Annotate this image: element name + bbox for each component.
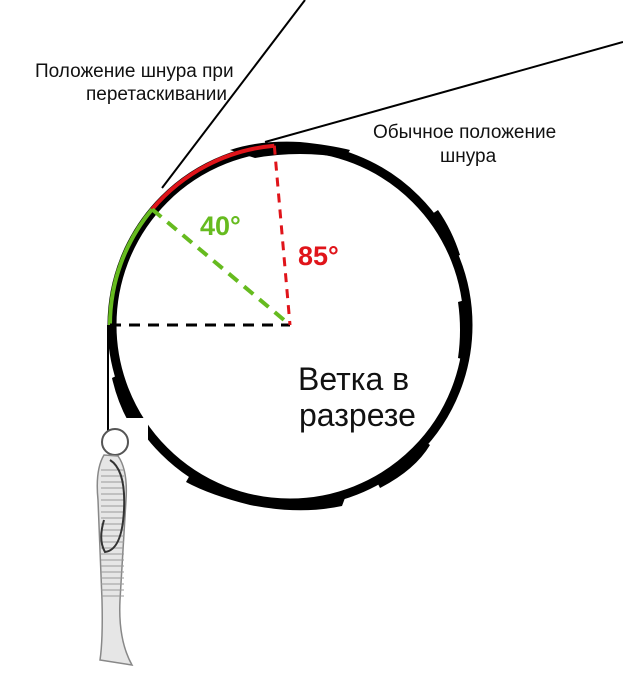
label-drag-position: Положение шнура при перетаскивании xyxy=(35,61,239,105)
line-drag-position xyxy=(161,0,306,189)
guide-40 xyxy=(150,207,292,327)
angle-guides xyxy=(110,145,292,327)
label-branch-line-1: Ветка в xyxy=(298,361,409,397)
bark-right xyxy=(458,300,468,360)
label-branch-section: Ветка в разрезе xyxy=(298,361,418,433)
guide-85 xyxy=(272,145,292,326)
label-normal-line-2: шнура xyxy=(440,146,497,167)
label-drag-line-2: перетаскивании xyxy=(86,84,227,105)
lure xyxy=(96,428,134,666)
label-normal-line-1: Обычное положение xyxy=(373,122,556,143)
label-drag-line-1: Положение шнура при xyxy=(35,61,234,82)
bark-left-lower xyxy=(112,375,140,428)
lure-ribs xyxy=(101,469,124,597)
fishing-line xyxy=(107,0,623,440)
line-normal-position xyxy=(264,41,623,143)
lure-hook xyxy=(100,459,126,554)
lure-jighead xyxy=(101,428,129,456)
bark-right-lower xyxy=(376,440,430,488)
label-branch-line-2: разрезе xyxy=(299,397,416,433)
bark-bottom xyxy=(186,475,345,511)
bark-right-upper xyxy=(432,210,460,258)
contact-arcs xyxy=(108,143,275,326)
label-normal-position: Обычное положение шнура xyxy=(373,122,561,167)
arc-40 xyxy=(108,208,154,326)
angle-label-85: 85° xyxy=(298,241,339,271)
arc-85 xyxy=(150,143,275,211)
angle-label-40: 40° xyxy=(200,211,241,241)
